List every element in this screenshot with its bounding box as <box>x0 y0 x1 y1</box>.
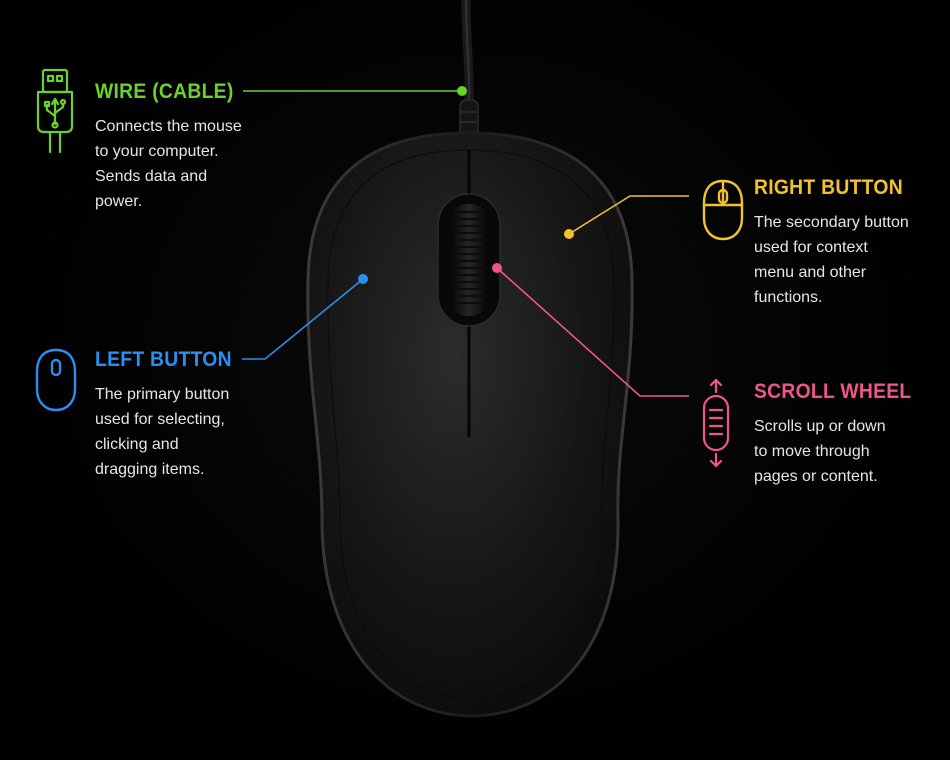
right-button-leader-line <box>568 195 689 235</box>
scroll-wheel-leader-line <box>496 267 689 397</box>
right-button-description: The secondary button used for context me… <box>754 214 909 306</box>
wire-description: Connects the mouse to your computer. Sen… <box>95 118 242 210</box>
left-button-callout: LEFT BUTTON The primary button used for … <box>95 348 295 482</box>
left-button-leader-line <box>242 278 364 360</box>
left-button-title: LEFT BUTTON <box>95 348 232 371</box>
left-button-description: The primary button used for selecting, c… <box>95 386 230 478</box>
scroll-wheel-title: SCROLL WHEEL <box>754 380 912 403</box>
right-button-title: RIGHT BUTTON <box>754 176 903 199</box>
right-button-marker-dot <box>564 229 574 239</box>
scroll-wheel-marker-dot <box>492 263 502 273</box>
left-button-marker-dot <box>358 274 368 284</box>
wire-marker-dot <box>457 86 467 96</box>
mouse-right-icon <box>702 179 744 241</box>
usb-plug-icon <box>36 68 74 154</box>
scroll-wheel-description: Scrolls up or down to move through pages… <box>754 418 886 485</box>
scroll-wheel-callout: SCROLL WHEEL Scrolls up or down to move … <box>754 380 944 489</box>
wire-title: WIRE (CABLE) <box>95 80 234 103</box>
right-button-callout: RIGHT BUTTON The secondary button used f… <box>754 176 944 310</box>
scroll-wheel-ridges <box>452 210 486 305</box>
wire-callout: WIRE (CABLE) Connects the mouse to your … <box>95 80 295 214</box>
mouse-left-icon <box>35 348 77 412</box>
scroll-wheel-icon <box>702 378 730 468</box>
